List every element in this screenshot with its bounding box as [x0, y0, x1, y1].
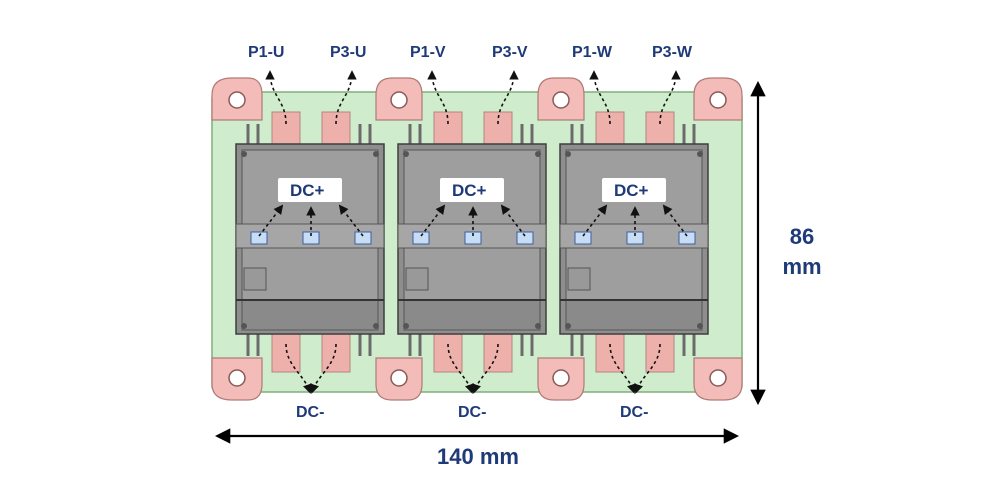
sensor-pad: [574, 231, 592, 245]
busbars: [271, 111, 675, 373]
sensor-pad: [412, 231, 430, 245]
phase-label-p1-w: P1-W: [572, 44, 612, 61]
phase-arrows: [265, 70, 681, 125]
dc-minus-label-v: DC-: [458, 404, 487, 421]
sensor-pad: [354, 231, 372, 245]
phase-label-p1-v: P1-V: [410, 44, 446, 61]
module-u: [235, 143, 385, 335]
sensor-pad: [464, 231, 482, 245]
sensor-pad: [516, 231, 534, 245]
width-dimension-label: 140 mm: [437, 444, 519, 469]
phase-label-p1-u: P1-U: [248, 44, 285, 61]
mounting-holes: [228, 91, 727, 387]
dc-minus-arrows: [285, 343, 661, 394]
dc-plus-label-u: DC+: [290, 181, 325, 200]
sensor-pad: [626, 231, 644, 245]
dc-minus-label-w: DC-: [620, 404, 649, 421]
dc-minus-label-u: DC-: [296, 404, 325, 421]
sensor-pad: [250, 231, 268, 245]
dc-plus-box: [278, 178, 342, 202]
sensor-pad: [302, 231, 320, 245]
dc-plus-label-w: DC+: [614, 181, 649, 200]
pins: [246, 124, 696, 356]
phase-label-p3-u: P3-U: [330, 44, 367, 61]
dc-plus-arrows: [258, 204, 688, 237]
module-w: [559, 143, 709, 335]
dc-plus-box: [440, 178, 504, 202]
height-dimension-unit: mm: [782, 254, 822, 279]
dc-plus-label-v: DC+: [452, 181, 487, 200]
module-v: [397, 143, 547, 335]
dc-plus-box: [602, 178, 666, 202]
dimension-lines: [214, 80, 766, 444]
height-dimension-value: 86: [789, 224, 815, 249]
phase-label-p3-v: P3-V: [492, 44, 528, 61]
phase-label-p3-w: P3-W: [652, 44, 692, 61]
sensor-pad: [678, 231, 696, 245]
